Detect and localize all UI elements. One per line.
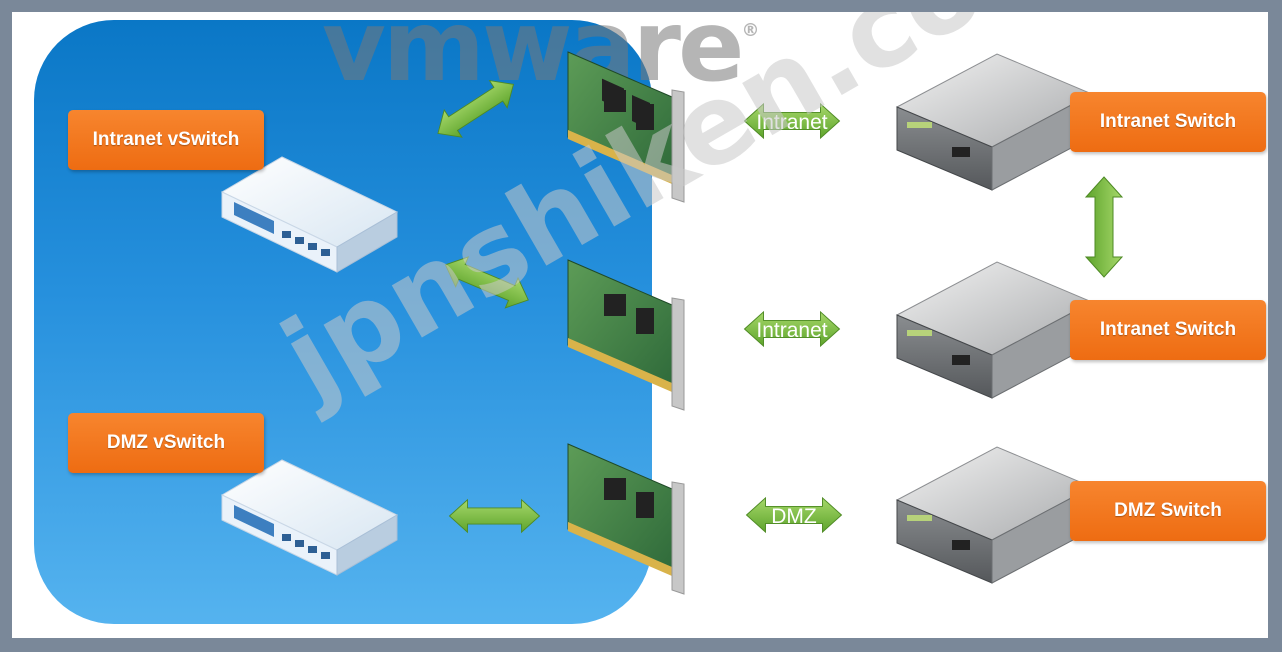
nic-card-3-icon	[567, 443, 685, 595]
label-physical-switch-3: DMZ Switch	[1070, 481, 1266, 541]
diagram-canvas: vmware®	[12, 12, 1268, 638]
nic-card-1-icon	[567, 51, 685, 203]
physical-switch-1-icon	[895, 53, 1094, 191]
physical-switch-2-icon	[895, 261, 1094, 399]
label-physical-switch-2: Intranet Switch	[1070, 300, 1266, 360]
intranet-vswitch-icon	[220, 156, 399, 273]
arrow-dmz-vswitch-to-nic-3	[448, 499, 541, 533]
uplink-label-2: Intranet	[756, 319, 827, 342]
label-dmz-vswitch: DMZ vSwitch	[68, 413, 264, 473]
uplink-arrow-2: Intranet	[743, 310, 841, 348]
arrow-vswitch-to-nic-2	[438, 249, 536, 316]
arrow-switch-interconnect	[1085, 176, 1123, 278]
uplink-arrow-3: DMZ	[745, 496, 843, 534]
arrow-vswitch-to-nic-1	[428, 70, 523, 148]
dmz-vswitch-icon	[220, 459, 399, 576]
nic-card-2-icon	[567, 259, 685, 411]
physical-switch-3-icon	[895, 446, 1094, 584]
uplink-label-3: DMZ	[771, 505, 817, 528]
uplink-arrow-1: Intranet	[743, 102, 841, 140]
vmware-logo: vmware®	[322, 12, 759, 104]
nic-card-1-chips	[604, 90, 654, 130]
uplink-label-1: Intranet	[756, 111, 827, 134]
label-physical-switch-1: Intranet Switch	[1070, 92, 1266, 152]
diagram-graphics: Intranet Intranet DMZ	[220, 51, 1123, 595]
label-intranet-vswitch: Intranet vSwitch	[68, 110, 264, 170]
